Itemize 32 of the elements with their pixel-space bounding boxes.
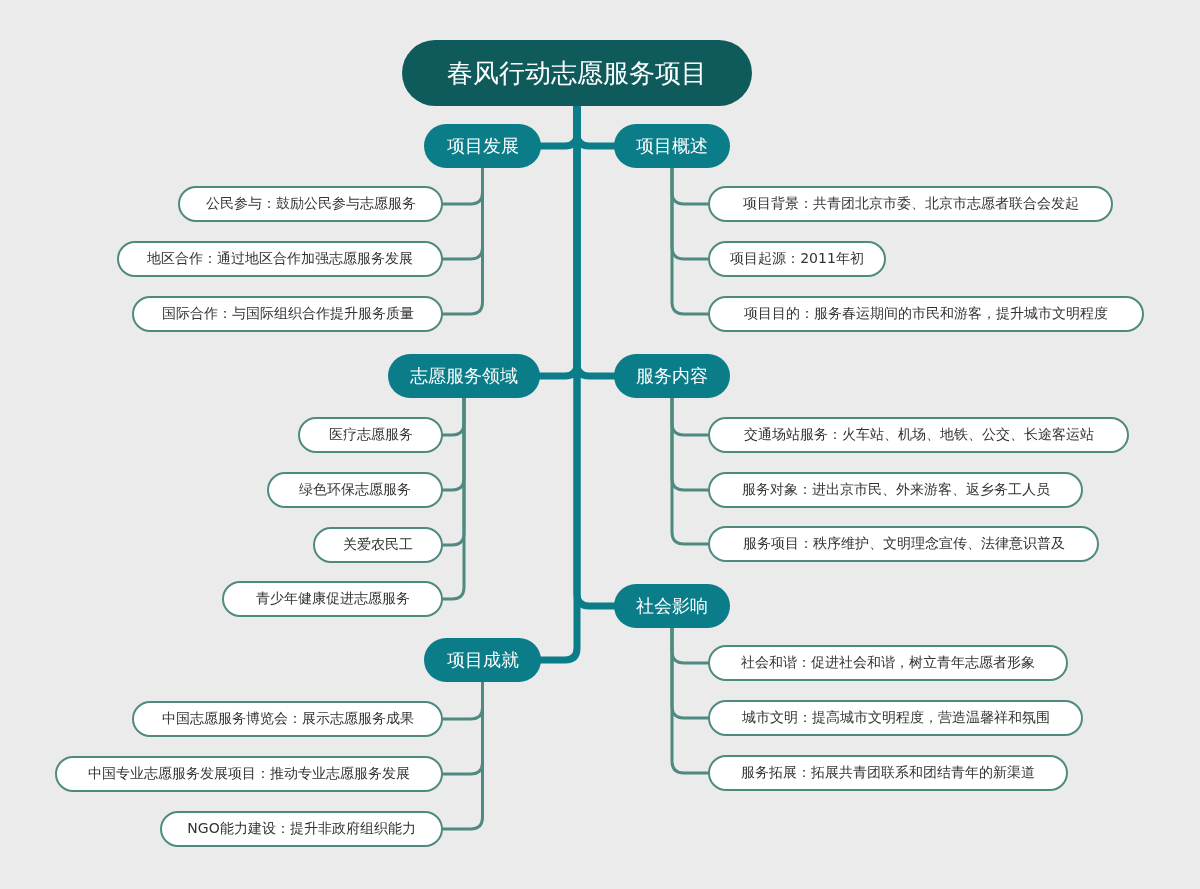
subtopic-box: 交通场站服务：火车站、机场、地铁、公交、长途客运站	[708, 417, 1129, 453]
subtopic-box: 公民参与：鼓励公民参与志愿服务	[178, 186, 443, 222]
connector-line	[670, 166, 710, 316]
topic-box: 志愿服务领域	[388, 354, 540, 398]
topic-box: 项目概述	[614, 124, 730, 168]
subtopic-box: 国际合作：与国际组织合作提升服务质量	[132, 296, 443, 332]
subtopic-box: 中国志愿服务博览会：展示志愿服务成果	[132, 701, 443, 737]
subtopic-box: 项目目的：服务春运期间的市民和游客，提升城市文明程度	[708, 296, 1144, 332]
topic-box: 项目发展	[424, 124, 541, 168]
subtopic-box: 地区合作：通过地区合作加强志愿服务发展	[117, 241, 443, 277]
subtopic-box: 项目起源：2011年初	[708, 241, 886, 277]
topic-box: 服务内容	[614, 354, 730, 398]
subtopic-box: 中国专业志愿服务发展项目：推动专业志愿服务发展	[55, 756, 443, 792]
subtopic-box: 青少年健康促进志愿服务	[222, 581, 443, 617]
subtopic-box: NGO能力建设：提升非政府组织能力	[160, 811, 443, 847]
connector-line	[670, 626, 710, 775]
subtopic-box: 项目背景：共青团北京市委、北京市志愿者联合会发起	[708, 186, 1113, 222]
topic-box: 社会影响	[614, 584, 730, 628]
subtopic-box: 绿色环保志愿服务	[267, 472, 443, 508]
connector-line	[670, 396, 710, 546]
subtopic-box: 服务拓展：拓展共青团联系和团结青年的新渠道	[708, 755, 1068, 791]
topic-box: 项目成就	[424, 638, 541, 682]
subtopic-box: 医疗志愿服务	[298, 417, 443, 453]
connector-line	[441, 680, 484, 831]
subtopic-box: 社会和谐：促进社会和谐，树立青年志愿者形象	[708, 645, 1068, 681]
subtopic-box: 服务项目：秩序维护、文明理念宣传、法律意识普及	[708, 526, 1099, 562]
connector-line	[441, 396, 466, 601]
subtopic-box: 服务对象：进出京市民、外来游客、返乡务工人员	[708, 472, 1083, 508]
subtopic-box: 城市文明：提高城市文明程度，营造温馨祥和氛围	[708, 700, 1083, 736]
central-topic-box: 春风行动志愿服务项目	[402, 40, 752, 106]
subtopic-box: 关爱农民工	[313, 527, 443, 563]
connector-line	[441, 166, 484, 316]
